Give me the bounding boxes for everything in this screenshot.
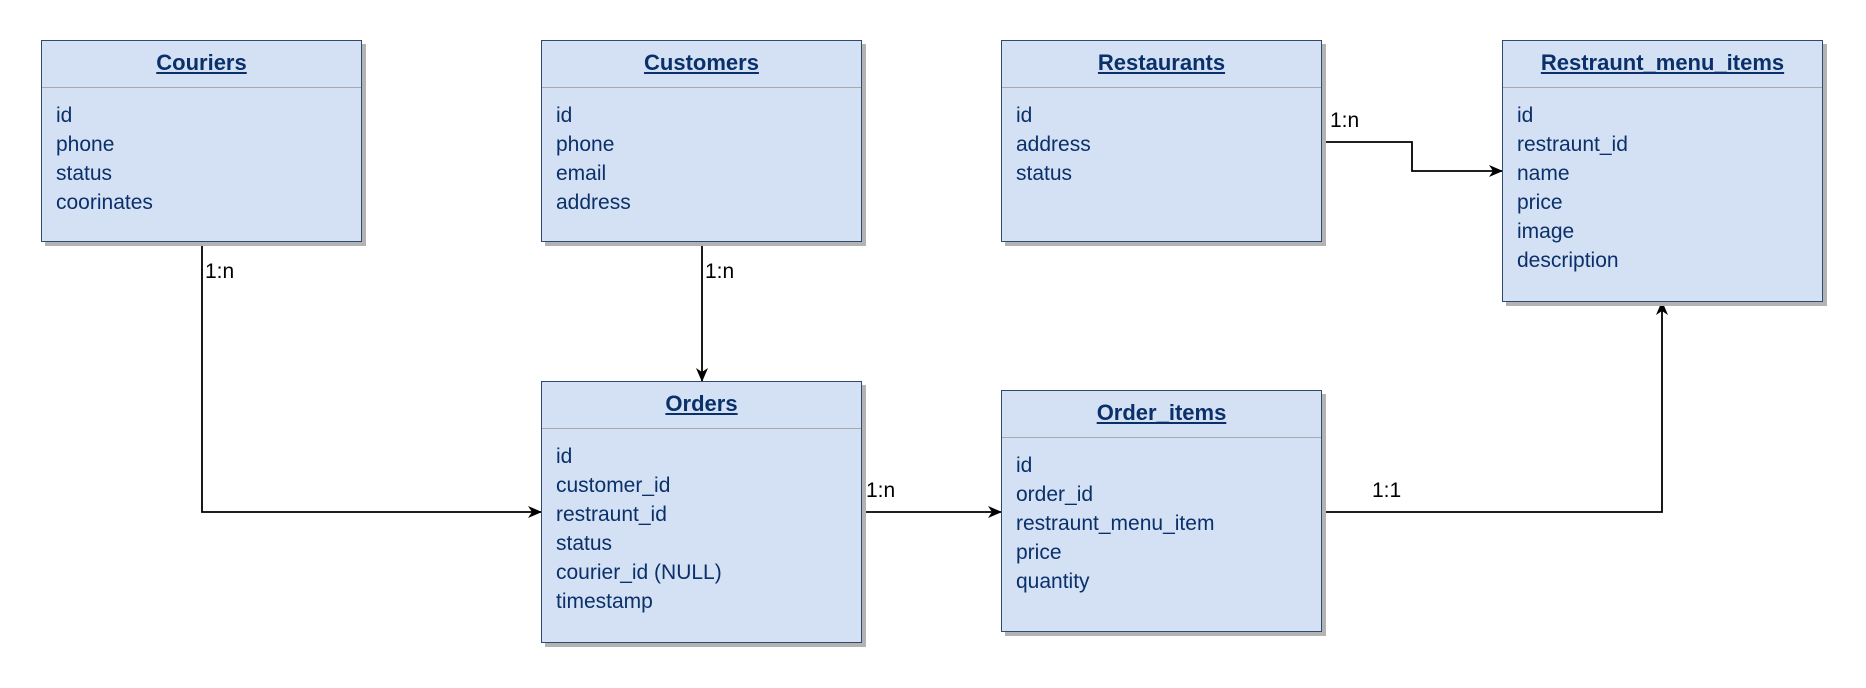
field-item: email xyxy=(556,162,607,185)
field-item: name xyxy=(1517,162,1570,185)
entity-menu-items[interactable]: Restraunt_menu_items id restraunt_id nam… xyxy=(1502,40,1823,302)
field-item: image xyxy=(1517,220,1575,243)
field-list: id phone email address xyxy=(542,88,861,217)
field-item: order_id xyxy=(1016,483,1094,506)
label-customers-orders: 1:n xyxy=(705,260,734,283)
field-list: id address status xyxy=(1002,88,1321,188)
connector-couriers-orders xyxy=(201,242,542,518)
entity-restaurants[interactable]: Restaurants id address status xyxy=(1001,40,1322,242)
entity-title: Order_items xyxy=(1002,391,1321,438)
field-item: restraunt_menu_item xyxy=(1016,512,1215,535)
label-orders-order-items: 1:n xyxy=(866,479,895,502)
field-item: courier_id (NULL) xyxy=(556,561,722,584)
entity-order-items[interactable]: Order_items id order_id restraunt_menu_i… xyxy=(1001,390,1322,632)
field-item: coorinates xyxy=(56,191,153,214)
field-item: price xyxy=(1517,191,1563,214)
field-item: status xyxy=(1016,162,1073,185)
field-item: quantity xyxy=(1016,570,1090,593)
field-item: restraunt_id xyxy=(556,503,667,526)
field-item: id xyxy=(1517,104,1534,127)
field-list: id order_id restraunt_menu_item price qu… xyxy=(1002,438,1321,596)
field-item: id xyxy=(556,104,573,127)
connector-restaurants-menu-items xyxy=(1322,141,1503,177)
field-item: address xyxy=(1016,133,1091,156)
field-item: customer_id xyxy=(556,474,671,497)
connector-order-items-menu-items xyxy=(1322,301,1668,513)
entity-customers[interactable]: Customers id phone email address xyxy=(541,40,862,242)
field-item: id xyxy=(56,104,73,127)
field-list: id restraunt_id name price image descrip… xyxy=(1503,88,1822,275)
field-list: id customer_id restraunt_id status couri… xyxy=(542,429,861,616)
entity-title: Orders xyxy=(542,382,861,429)
field-item: status xyxy=(556,532,613,555)
field-item: description xyxy=(1517,249,1619,272)
field-item: timestamp xyxy=(556,590,653,613)
entity-title: Customers xyxy=(542,41,861,88)
field-item: restraunt_id xyxy=(1517,133,1628,156)
label-couriers-orders: 1:n xyxy=(205,260,234,283)
label-order-items-menu-items: 1:1 xyxy=(1372,479,1401,502)
label-restaurants-menu-items: 1:n xyxy=(1330,109,1359,132)
field-item: id xyxy=(1016,454,1033,477)
field-item: phone xyxy=(56,133,115,156)
field-list: id phone status coorinates xyxy=(42,88,361,217)
field-item: id xyxy=(1016,104,1033,127)
field-item: status xyxy=(56,162,113,185)
entity-title: Restaurants xyxy=(1002,41,1321,88)
field-item: phone xyxy=(556,133,615,156)
field-item: id xyxy=(556,445,573,468)
field-item: address xyxy=(556,191,631,214)
field-item: price xyxy=(1016,541,1062,564)
entity-title: Couriers xyxy=(42,41,361,88)
entity-title: Restraunt_menu_items xyxy=(1503,41,1822,88)
entity-couriers[interactable]: Couriers id phone status coorinates xyxy=(41,40,362,242)
entity-orders[interactable]: Orders id customer_id restraunt_id statu… xyxy=(541,381,862,643)
